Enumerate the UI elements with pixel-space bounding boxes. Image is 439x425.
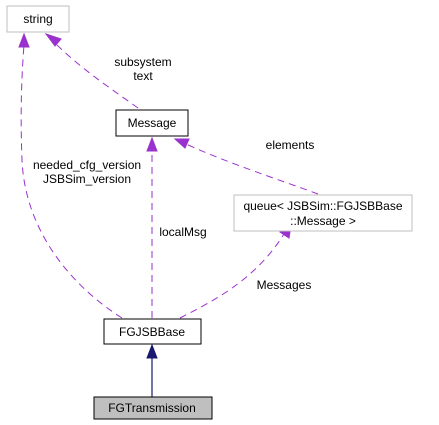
node-message-box — [115, 109, 189, 137]
node-fgtransmission-box — [93, 396, 213, 420]
arrowhead-fgjsbbase-from-fgtransmission — [146, 343, 158, 359]
node-string[interactable]: string — [6, 5, 70, 33]
node-string-box — [6, 5, 70, 33]
node-fgjsbbase-label: FGJSBBase — [119, 325, 185, 339]
edge-fgjsbbase-to-queue — [179, 233, 285, 319]
node-queue-label-line1: queue< JSBSim::FGJSBBase — [243, 199, 402, 213]
edge-label-messages: Messages — [257, 278, 312, 292]
edge-fgjsbbase-to-string — [20, 44, 123, 319]
edge-label-needed-cfg-version: needed_cfg_version — [33, 158, 141, 172]
node-string-label: string — [23, 12, 52, 26]
arrowhead-message-from-fgjsbbase — [146, 136, 158, 152]
edge-label-localmsg: localMsg — [159, 225, 206, 239]
node-queue-box — [233, 194, 413, 232]
edge-label-elements: elements — [266, 138, 315, 152]
node-fgtransmission[interactable]: FGTransmission — [93, 396, 213, 420]
node-fgjsbbase-box — [103, 318, 202, 345]
node-queue-label-line2: ::Message > — [290, 214, 356, 228]
edge-label-subsystem: subsystem — [114, 55, 171, 69]
arrowhead-message-from-queue — [173, 138, 190, 149]
edge-labels: subsystem text needed_cfg_version JSBSim… — [33, 55, 314, 292]
node-fgtransmission-label: FGTransmission — [108, 401, 196, 415]
node-queue[interactable]: queue< JSBSim::FGJSBBase ::Message > — [233, 194, 413, 232]
node-message-label: Message — [128, 116, 177, 130]
node-fgjsbbase[interactable]: FGJSBBase — [103, 318, 202, 345]
edge-message-to-string — [54, 42, 139, 109]
edge-label-text: text — [133, 69, 153, 83]
arrowhead-string-from-message — [44, 33, 62, 47]
edge-queue-to-message — [185, 143, 319, 195]
node-message[interactable]: Message — [115, 109, 189, 137]
edge-label-jsbsim-version: JSBSim_version — [43, 172, 131, 186]
arrowhead-string-from-fgjsbbase — [18, 32, 30, 48]
